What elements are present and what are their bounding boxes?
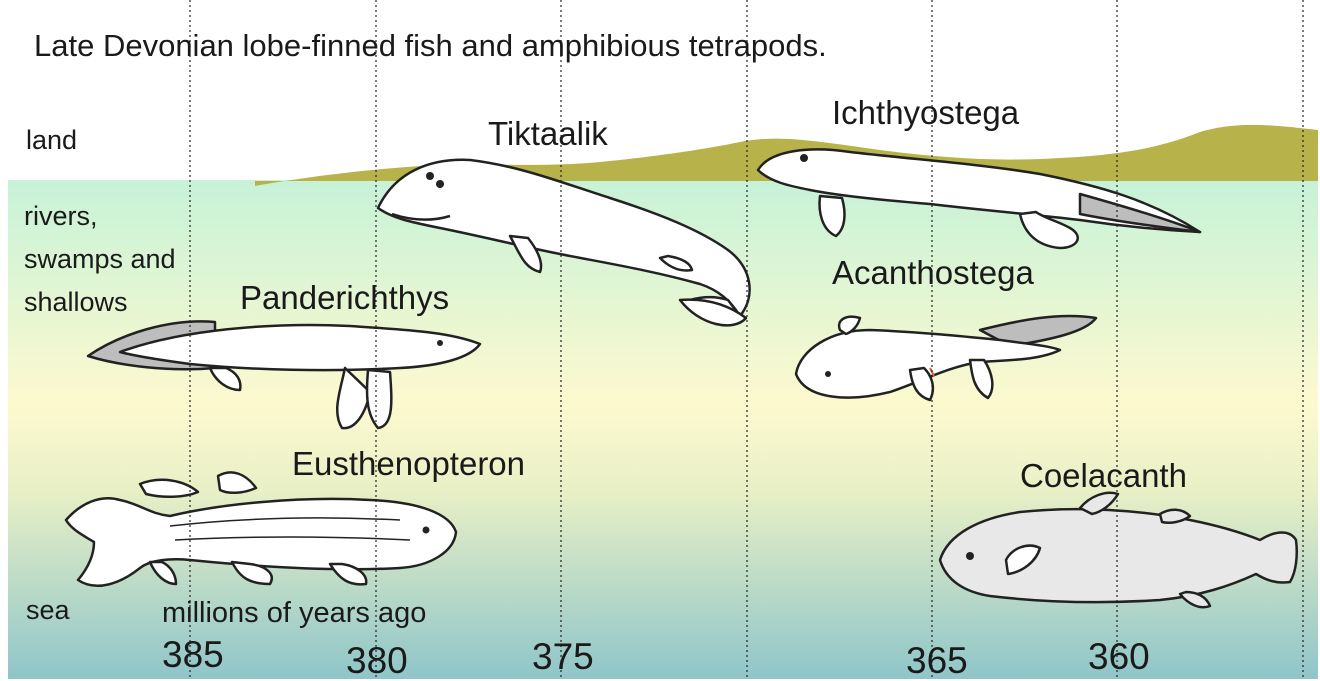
- label-eusthenopteron: Eusthenopteron: [292, 447, 525, 480]
- label-coelacanth: Coelacanth: [1020, 459, 1187, 492]
- axis-label: millions of years ago: [162, 599, 426, 628]
- tick-label: 365: [906, 642, 968, 679]
- zone-label-sea: sea: [26, 597, 70, 624]
- label-acanthostega: Acanthostega: [832, 256, 1034, 289]
- zone-label-rivers-line1: rivers,: [24, 203, 98, 230]
- label-panderichthys: Panderichthys: [240, 281, 449, 314]
- zone-label-rivers-line2: swamps and: [24, 246, 176, 273]
- label-ichthyostega: Ichthyostega: [832, 96, 1019, 129]
- diagram-title: Late Devonian lobe-finned fish and amphi…: [34, 30, 827, 61]
- label-tiktaalik: Tiktaalik: [488, 117, 608, 150]
- tick-label: 360: [1088, 638, 1150, 675]
- tick-label: 385: [162, 636, 224, 673]
- zone-label-rivers-line3: shallows: [24, 289, 128, 316]
- tick-label: 375: [532, 638, 594, 675]
- zone-label-land: land: [26, 127, 77, 154]
- tick-label: 380: [346, 642, 408, 679]
